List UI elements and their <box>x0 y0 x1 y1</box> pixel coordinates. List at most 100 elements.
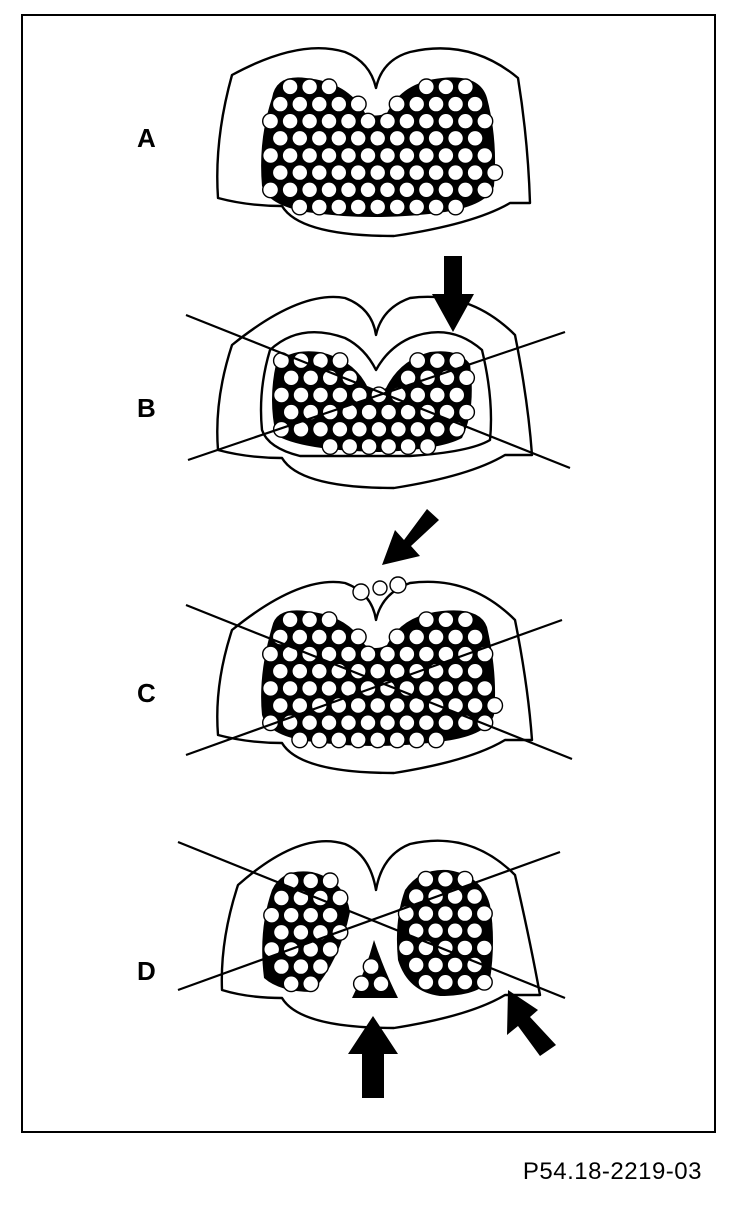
wire-strand <box>369 731 387 749</box>
wire-strand <box>369 198 387 216</box>
wire-strand <box>310 662 328 680</box>
wire-strand <box>380 437 398 456</box>
wire-strand <box>446 956 464 974</box>
wire-strand <box>262 679 280 698</box>
wire-strand <box>388 731 406 749</box>
wire-strand <box>398 112 416 130</box>
wire-strand <box>310 95 328 113</box>
wire-strand <box>417 146 436 165</box>
wire-strand <box>282 369 300 387</box>
wire-strand <box>466 662 484 680</box>
wire-strand <box>447 129 465 147</box>
wire-strand <box>301 714 319 732</box>
wire-strand <box>436 904 455 923</box>
wire-strand <box>446 922 464 940</box>
wire-strand <box>349 164 367 182</box>
wire-strand <box>417 645 436 663</box>
wire-strand <box>321 872 339 890</box>
wire-strand <box>437 679 455 698</box>
wire-strand <box>447 198 465 216</box>
wire-strand <box>271 95 289 113</box>
wire-strand <box>271 696 289 715</box>
wire-strand <box>476 679 494 698</box>
wire-strand <box>466 887 484 906</box>
wire-strand <box>291 198 309 216</box>
wire-strand <box>407 956 425 974</box>
wire-strand <box>466 696 484 715</box>
wire-strand <box>476 181 494 199</box>
wire-strand <box>428 352 446 370</box>
wire-strand <box>281 611 299 629</box>
wire-strand <box>262 112 280 130</box>
wire-strand <box>475 939 493 957</box>
wire-strand <box>311 958 330 976</box>
cross-out-line-1-c <box>185 603 573 761</box>
wire-strand <box>310 129 328 147</box>
wire-strand <box>291 129 309 147</box>
wire-strand <box>398 714 416 732</box>
panel-label-d: D <box>137 956 156 986</box>
panel-d: D <box>137 839 566 1098</box>
wire-strand <box>447 164 465 182</box>
wire-strand <box>310 628 328 646</box>
wire-strand <box>437 78 455 96</box>
wire-strand <box>301 78 319 96</box>
wire-strand <box>437 181 455 199</box>
wire-strand <box>427 628 445 646</box>
wire-strand <box>359 679 377 698</box>
wire-strand <box>388 95 406 113</box>
wire-strand <box>350 420 369 438</box>
wire-strand <box>369 164 387 182</box>
wire-strand <box>311 420 330 438</box>
panel-a: A <box>137 46 532 238</box>
wire-strand <box>282 403 300 421</box>
wire-strand <box>349 731 367 749</box>
wire-strand <box>378 714 397 732</box>
wire-strand <box>447 628 465 646</box>
wire-strand <box>301 146 319 165</box>
wire-strand <box>456 904 474 923</box>
wire-strand <box>359 146 377 165</box>
wire-strand <box>409 420 427 438</box>
wire-strand <box>456 939 474 957</box>
wire-strand <box>310 198 328 216</box>
wire-strand <box>369 696 387 715</box>
wire-strand <box>330 95 348 113</box>
wire-strand <box>339 645 358 663</box>
wire-strand <box>352 975 371 993</box>
wire-strand <box>320 181 338 199</box>
wire-strand <box>428 386 446 404</box>
wire-strand <box>292 923 310 941</box>
wire-strand <box>437 112 455 130</box>
cross-out-line-2-b <box>187 330 566 462</box>
protruding-strand-2 <box>372 580 388 596</box>
down-arrow <box>432 256 474 332</box>
wire-strand <box>349 95 367 113</box>
wire-strand <box>302 975 320 993</box>
wire-strand <box>291 95 309 113</box>
wire-strand <box>408 164 426 182</box>
wire-strand <box>436 973 455 991</box>
wire-strand <box>476 146 494 165</box>
wire-strand <box>281 181 299 199</box>
wire-strand <box>272 889 291 907</box>
protruding-strand-1 <box>352 583 370 601</box>
wire-strand <box>330 164 348 182</box>
wire-strand <box>282 975 300 993</box>
wire-strand <box>427 922 445 940</box>
cross-out-line-2-d <box>177 850 561 992</box>
wire-strand <box>486 696 504 715</box>
wire-strand <box>378 181 397 199</box>
wire-strand <box>448 386 466 404</box>
wire-strand <box>408 731 426 749</box>
wire-strand <box>417 611 436 629</box>
wire-strand <box>320 611 338 629</box>
wire-strand <box>330 731 348 749</box>
wire-strand <box>397 939 416 957</box>
protruding-strand-3 <box>389 576 407 594</box>
wire-strand <box>436 870 455 888</box>
wire-strand <box>330 129 348 147</box>
wire-strand <box>417 870 435 888</box>
wire-strand <box>369 129 387 147</box>
wire-strand <box>437 611 455 629</box>
